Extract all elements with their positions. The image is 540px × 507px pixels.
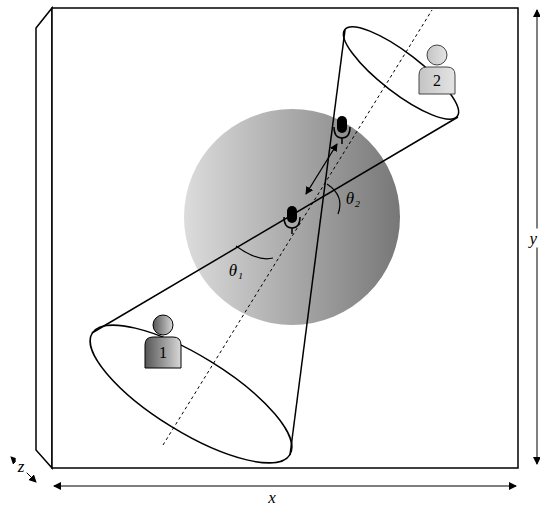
slab-face: [52, 8, 518, 468]
person-number: 2: [417, 73, 457, 89]
axis-label: x: [266, 487, 278, 506]
x-dimension: [54, 486, 516, 487]
angle-label: θ₂: [346, 190, 360, 207]
spacing-arrow: [306, 144, 337, 194]
person-icon: 2: [417, 44, 457, 96]
cone-base: [333, 14, 470, 132]
array-axis: [163, 10, 432, 445]
angle-arc: [236, 246, 273, 259]
angle-label: θ₁: [229, 262, 243, 279]
microphone: [334, 116, 350, 144]
axis-label: z: [16, 457, 27, 476]
person-icon: 1: [143, 314, 183, 370]
person-shape: [143, 314, 183, 370]
angle-arc: [327, 184, 340, 214]
cone-line: [92, 117, 458, 333]
person-number: 1: [143, 345, 183, 361]
z-dimension: [11, 457, 36, 482]
microphone: [284, 206, 300, 234]
disc: [184, 109, 400, 325]
slab-side: [36, 8, 52, 468]
cone-base: [72, 301, 309, 487]
axis-label: y: [527, 229, 539, 248]
cone-line: [290, 30, 345, 455]
